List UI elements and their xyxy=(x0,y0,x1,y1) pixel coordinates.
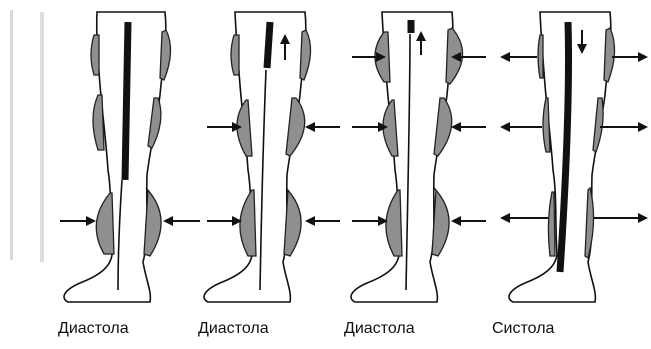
cuff-thigh-upper xyxy=(231,35,239,75)
leg-panel-1 xyxy=(60,12,200,302)
scan-edge-shadow-2 xyxy=(40,12,44,262)
leg-outline xyxy=(351,12,453,302)
cuff-thigh-upper xyxy=(538,35,543,78)
cuff-thigh-upper-right xyxy=(300,30,311,80)
panel-1-caption: Диастола xyxy=(58,320,129,338)
blood-column xyxy=(125,22,128,180)
cuff-thigh-lower xyxy=(543,98,550,152)
scan-edge-shadow xyxy=(10,10,13,260)
cuff-calf xyxy=(548,192,555,256)
cuff-calf xyxy=(240,190,256,256)
blood-column xyxy=(267,22,270,68)
leg-outline xyxy=(204,12,306,302)
leg-panel-2 xyxy=(204,12,340,302)
leg-panel-4 xyxy=(502,12,646,302)
cuff-thigh-upper-right xyxy=(160,30,171,80)
leg-panel-3 xyxy=(351,12,486,302)
leg-outline xyxy=(64,12,166,302)
cuff-calf xyxy=(386,190,402,256)
panel-4-caption: Систола xyxy=(492,320,554,338)
cuff-thigh-upper xyxy=(91,35,99,75)
cuff-calf xyxy=(96,193,114,254)
cuff-thigh-upper-right xyxy=(604,28,615,82)
panel-2-caption: Диастола xyxy=(198,320,269,338)
panel-3-caption: Диастола xyxy=(344,320,415,338)
cuff-thigh-lower xyxy=(93,95,104,150)
